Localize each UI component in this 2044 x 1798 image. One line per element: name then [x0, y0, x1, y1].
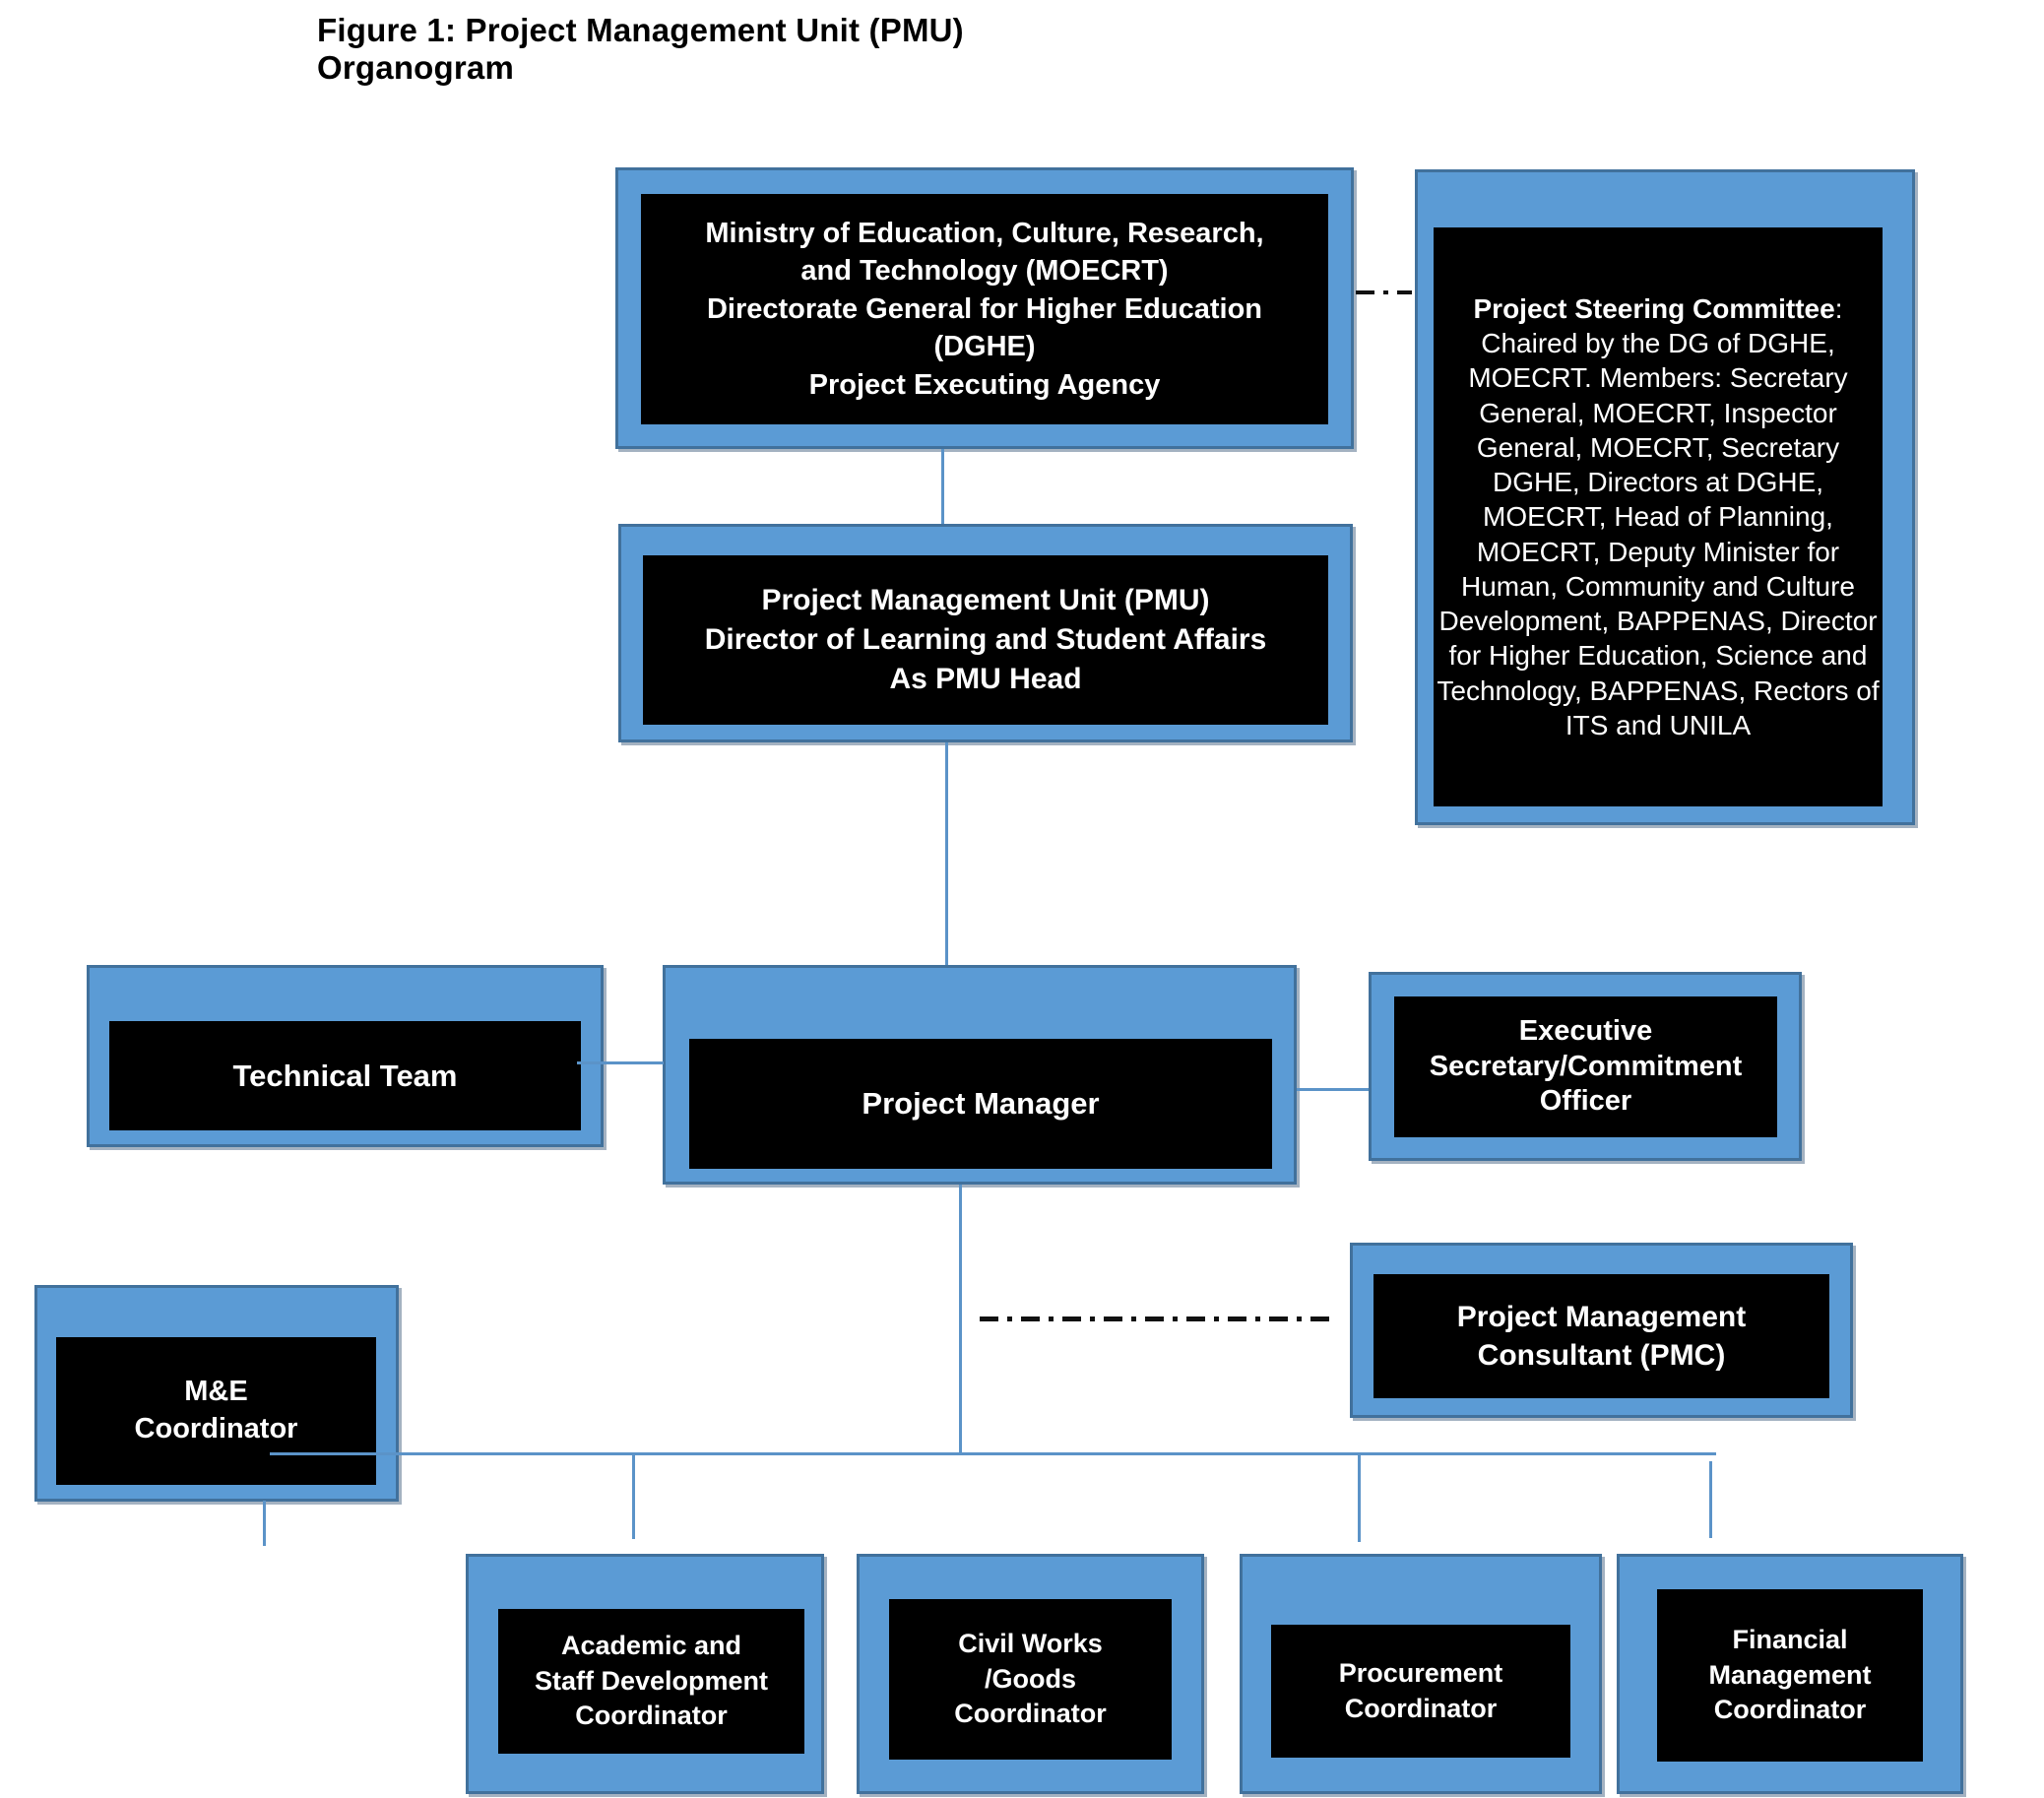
node-me-box: M&E Coordinator [56, 1337, 376, 1485]
connector-me-coordinator-stub [263, 1501, 266, 1546]
connector-drop-financial [1709, 1461, 1712, 1538]
connector-project-manager-coordinators [959, 1185, 962, 1454]
node-me-coordinator: M&E Coordinator [34, 1285, 399, 1502]
connector-moecrt-pmu [941, 449, 944, 524]
node-procurement-coordinator: Procurement Coordinator [1240, 1554, 1602, 1794]
node-executive-secretary: Executive Secretary/Commitment Officer [1369, 972, 1802, 1161]
node-project-manager: Project Manager [663, 965, 1297, 1185]
node-moecrt-box: Ministry of Education, Culture, Research… [641, 194, 1328, 424]
node-academic-staff-development-coordinator: Academic and Staff Development Coordinat… [466, 1554, 824, 1794]
node-financial-label: Financial Management Coordinator [1708, 1625, 1872, 1725]
node-steering-box: Project Steering Committee: Chaired by t… [1434, 227, 1883, 806]
node-civil-box: Civil Works /Goods Coordinator [889, 1599, 1172, 1760]
connector-pmu-project-manager [945, 742, 948, 965]
node-pm-label: Project Manager [862, 1086, 1100, 1121]
node-pmc-box: Project Management Consultant (PMC) [1373, 1274, 1829, 1398]
connector-drop-procurement [1358, 1455, 1361, 1542]
node-project-steering-committee: Project Steering Committee: Chaired by t… [1415, 169, 1915, 825]
node-moecrt-executing-agency: Ministry of Education, Culture, Research… [615, 167, 1354, 449]
node-civil-works-goods-coordinator: Civil Works /Goods Coordinator [857, 1554, 1204, 1794]
node-execsec-label: Executive Secretary/Commitment Officer [1429, 1014, 1743, 1118]
node-pmu-label: Project Management Unit (PMU) Director o… [704, 584, 1267, 695]
node-technical-label: Technical Team [232, 1058, 458, 1093]
connector-technical-team-project-manager [577, 1061, 664, 1064]
node-civil-label: Civil Works /Goods Coordinator [954, 1629, 1107, 1729]
node-academic-label: Academic and Staff Development Coordinat… [534, 1631, 769, 1731]
node-procurement-box: Procurement Coordinator [1271, 1625, 1570, 1758]
node-moecrt-label: Ministry of Education, Culture, Research… [705, 217, 1264, 401]
node-project-management-unit: Project Management Unit (PMU) Director o… [618, 524, 1353, 742]
connector-moecrt-steering-dashdot [1356, 290, 1412, 294]
node-pm-box: Project Manager [689, 1039, 1272, 1169]
node-technical-box: Technical Team [109, 1021, 581, 1130]
node-financial-management-coordinator: Financial Management Coordinator [1617, 1554, 1963, 1794]
figure-title: Figure 1: Project Management Unit (PMU) … [317, 12, 964, 86]
node-technical-team: Technical Team [87, 965, 604, 1147]
node-execsec-box: Executive Secretary/Commitment Officer [1394, 996, 1777, 1137]
node-academic-box: Academic and Staff Development Coordinat… [498, 1609, 804, 1754]
node-steering-label: Project Steering Committee: Chaired by t… [1434, 291, 1883, 742]
node-pmc-label: Project Management Consultant (PMC) [1456, 1301, 1747, 1372]
connector-coordinators-horizontal [270, 1452, 1716, 1455]
steering-heading: Project Steering Committee [1473, 292, 1835, 324]
node-me-label: M&E Coordinator [134, 1376, 298, 1445]
node-project-management-consultant: Project Management Consultant (PMC) [1350, 1243, 1853, 1418]
steering-body: : Chaired by the DG of DGHE, MOECRT. Mem… [1437, 292, 1880, 740]
node-financial-box: Financial Management Coordinator [1657, 1589, 1923, 1762]
node-procurement-label: Procurement Coordinator [1338, 1657, 1503, 1723]
connector-project-manager-pmc-dashdot [980, 1316, 1336, 1321]
connector-project-manager-executive-secretary [1297, 1088, 1369, 1091]
connector-drop-academic [632, 1455, 635, 1539]
node-pmu-box: Project Management Unit (PMU) Director o… [643, 555, 1328, 725]
